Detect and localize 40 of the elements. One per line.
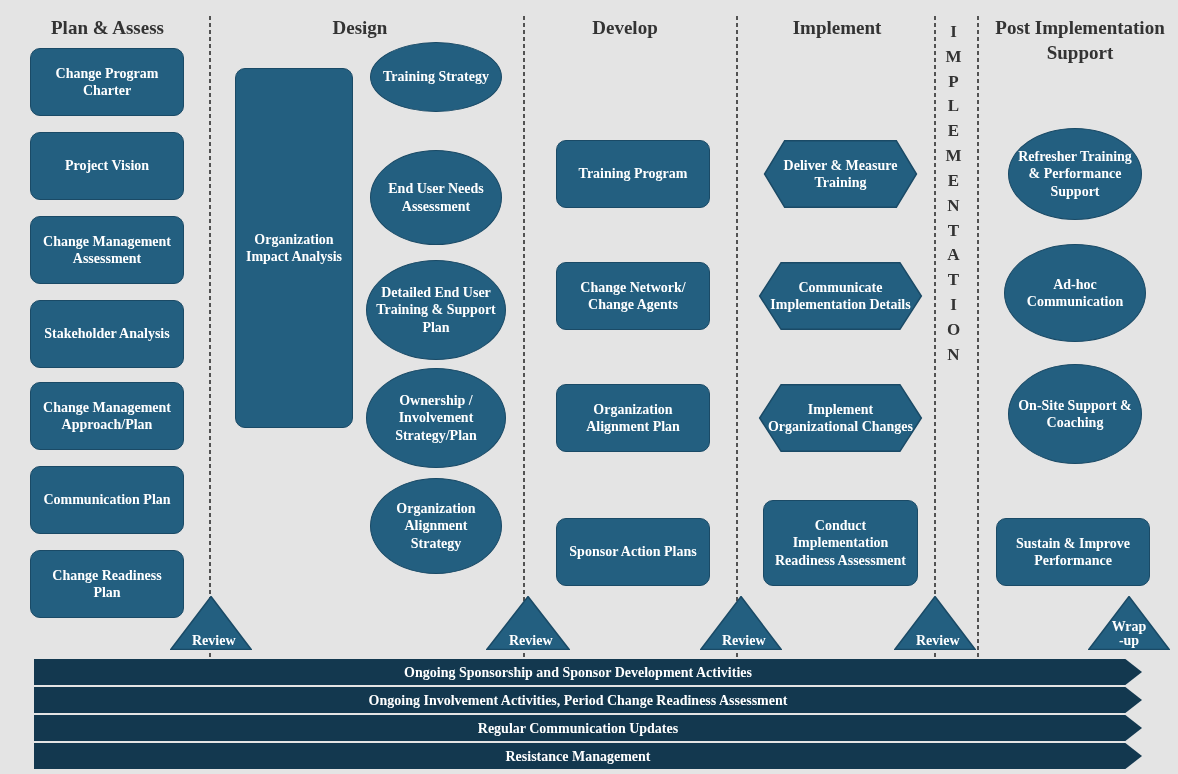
process-box: Communication Plan [30, 466, 184, 534]
process-ellipse: End User Needs Assessment [370, 150, 502, 245]
phase-heading: Post Implementation Support [994, 16, 1166, 65]
process-box: Organization Impact Analysis [235, 68, 353, 428]
process-ellipse: On-Site Support & Coaching [1008, 364, 1142, 464]
phase-heading: Design [331, 16, 389, 40]
process-box: Change Network/ Change Agents [556, 262, 710, 330]
process-box: Stakeholder Analysis [30, 300, 184, 368]
process-hexagon: Deliver & Measure Training [763, 140, 918, 208]
process-box: Project Vision [30, 132, 184, 200]
review-triangle: Review [894, 596, 976, 650]
process-box: Training Program [556, 140, 710, 208]
process-ellipse: Training Strategy [370, 42, 502, 112]
process-hexagon: Implement Organizational Changes [758, 384, 923, 452]
phase-heading: IMPLEMENTATION [945, 21, 962, 366]
phase-heading: Develop [591, 16, 659, 40]
process-ellipse: Refresher Training & Performance Support [1008, 128, 1142, 220]
process-box: Change Program Charter [30, 48, 184, 116]
process-hexagon: Communicate Implementation Details [758, 262, 923, 330]
process-box: Change Readiness Plan [30, 550, 184, 618]
process-ellipse: Detailed End User Training & Support Plan [366, 260, 506, 360]
process-box: Change Management Assessment [30, 216, 184, 284]
process-ellipse: Ad-hoc Communication [1004, 244, 1146, 342]
review-triangle: Review [700, 596, 782, 650]
process-box: Change Management Approach/Plan [30, 382, 184, 450]
process-ellipse: Organization Alignment Strategy [370, 478, 502, 574]
process-box: Sustain & Improve Performance [996, 518, 1150, 586]
process-box: Sponsor Action Plans [556, 518, 710, 586]
process-box: Organization Alignment Plan [556, 384, 710, 452]
phase-heading: Plan & Assess [50, 16, 165, 40]
review-triangle: Wrap -up [1088, 596, 1170, 650]
review-triangle: Review [486, 596, 570, 650]
phase-heading: Implement [791, 16, 883, 40]
process-ellipse: Ownership / Involvement Strategy/Plan [366, 368, 506, 468]
process-box: Conduct Implementation Readiness Assessment [763, 500, 918, 586]
activity-band: Regular Communication Updates [34, 715, 1142, 741]
activity-band: Resistance Management [34, 743, 1142, 769]
activity-band: Ongoing Involvement Activities, Period Change Readiness Assessment [34, 687, 1142, 713]
review-triangle: Review [170, 596, 252, 650]
activity-band: Ongoing Sponsorship and Sponsor Development Activities [34, 659, 1142, 685]
